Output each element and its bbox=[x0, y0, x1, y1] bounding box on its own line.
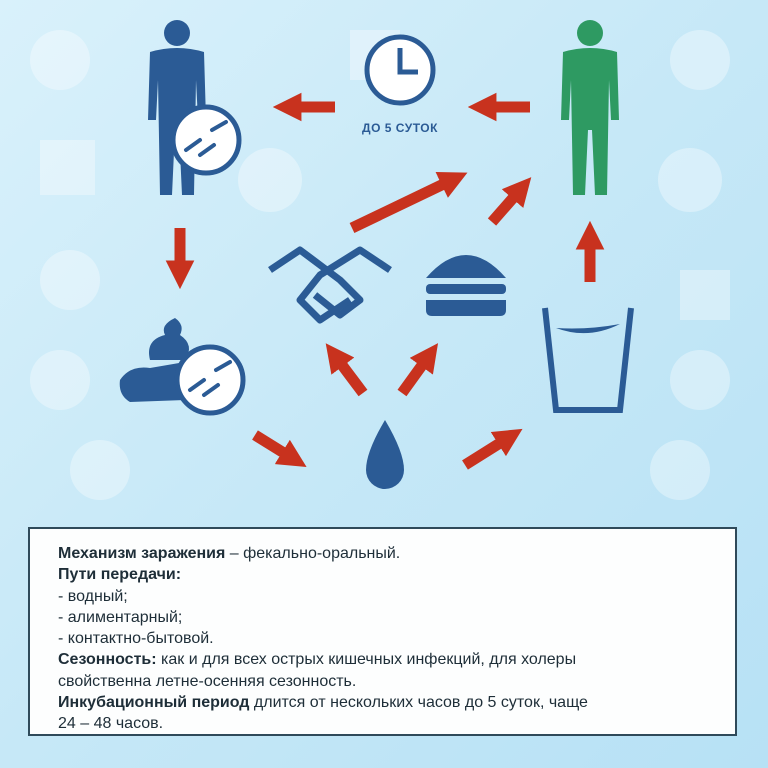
clock-label: ДО 5 СУТОК bbox=[362, 121, 438, 135]
arrow-contact-to-healthy bbox=[349, 172, 468, 233]
season-value: как и для всех острых кишечных инфекций,… bbox=[156, 651, 577, 669]
feces-hand-icon bbox=[119, 318, 246, 416]
season-label: Сезонность: bbox=[58, 651, 157, 669]
route-item: - алиментарный; bbox=[58, 608, 183, 626]
clock-icon bbox=[364, 34, 436, 106]
arrow-water-to-glass bbox=[462, 428, 523, 470]
arrow-water-to-contact bbox=[325, 343, 368, 397]
food-burger-icon bbox=[426, 255, 506, 316]
incubation-value: длится от нескольких часов до 5 суток, ч… bbox=[249, 694, 588, 712]
incubation-value-cont: 24 – 48 часов. bbox=[58, 715, 164, 733]
water-glass-icon bbox=[542, 307, 634, 413]
arrow-food-to-healthy bbox=[487, 177, 532, 226]
mechanism-label: Механизм заражения bbox=[58, 545, 226, 562]
healthy-person-icon bbox=[561, 20, 619, 195]
incubation-label: Инкубационный период bbox=[58, 694, 250, 712]
routes-label: Пути передачи: bbox=[58, 566, 182, 584]
arrow-water-to-food bbox=[397, 343, 439, 397]
mechanism-value: – фекально-оральный. bbox=[225, 545, 401, 562]
transmission-diagram bbox=[30, 20, 730, 500]
arrow-feces-to-water bbox=[252, 430, 307, 468]
route-item: - контактно-бытовой. bbox=[58, 630, 214, 648]
infected-person-icon bbox=[148, 20, 242, 195]
route-item: - водный; bbox=[58, 587, 128, 605]
background-pattern bbox=[30, 30, 730, 500]
info-box: Механизм заражения – фекально-оральный. … bbox=[28, 527, 737, 736]
season-value-cont: свойственна летне-осенняя сезонность. bbox=[58, 672, 357, 690]
handshake-icon bbox=[268, 246, 392, 324]
water-drop-icon bbox=[366, 420, 404, 489]
